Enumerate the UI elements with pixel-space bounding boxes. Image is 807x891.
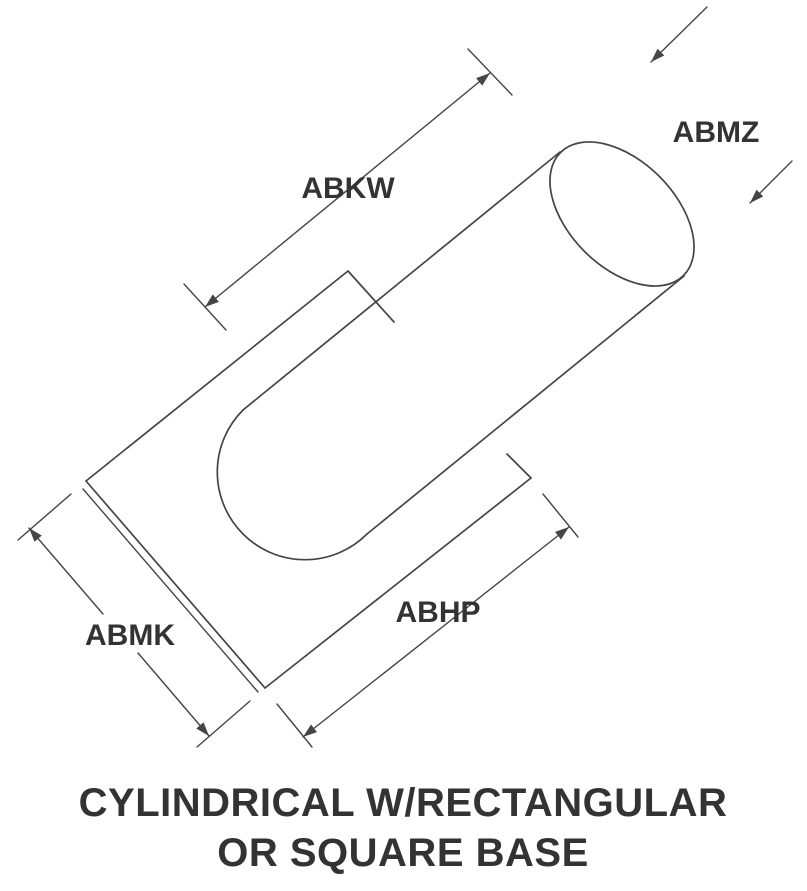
abmz-label: ABMZ [673, 116, 760, 149]
caption: CYLINDRICAL W/RECTANGULAR OR SQUARE BASE [79, 781, 728, 875]
abmz-arrowhead-lower [750, 189, 764, 203]
abkw-arrowhead-bottom [205, 294, 219, 307]
abmk-arrowhead-top [29, 528, 42, 542]
base-top-right-edge-near [506, 453, 532, 479]
abmk-extension-bottom [196, 700, 251, 748]
abmk-dimension-line-a [28, 527, 104, 615]
base-top-right-edge-far [347, 270, 395, 323]
base-bottom-left-edge [85, 480, 266, 689]
base-top-left-edge [85, 270, 349, 482]
abhp-extension-right [542, 493, 579, 538]
base-thickness-line [82, 488, 259, 693]
cylinder-rounded-end [216, 409, 368, 561]
abhp-arrowhead-left [303, 724, 317, 737]
dim-abmk: ABMK [17, 493, 251, 748]
cylinder-lower-edge [366, 275, 685, 535]
abkw-extension-top [467, 48, 513, 96]
cylinder-upper-edge [242, 151, 561, 411]
abhp-label: ABHP [395, 596, 480, 629]
abhp-extension-left [276, 703, 313, 748]
abmk-extension-top [17, 493, 72, 541]
dim-abkw: ABKW [183, 48, 513, 331]
dim-abhp: ABHP [276, 493, 579, 748]
abmz-arrowhead-upper [651, 48, 665, 62]
abmk-label: ABMK [85, 619, 175, 652]
caption-line-1: CYLINDRICAL W/RECTANGULAR [79, 781, 728, 825]
abhp-dimension-line [302, 526, 570, 738]
abkw-label: ABKW [301, 172, 395, 205]
abhp-arrowhead-right [555, 527, 569, 540]
abkw-arrowhead-top [476, 73, 490, 86]
abkw-dimension-line [204, 72, 491, 308]
abmk-dimension-line-b [137, 652, 210, 737]
abmk-arrowhead-bottom [196, 722, 209, 736]
dim-abmz: ABMZ [650, 6, 793, 204]
base-bottom-right-edge [264, 477, 532, 689]
caption-line-2: OR SQUARE BASE [217, 831, 589, 875]
part-outline [82, 141, 695, 693]
